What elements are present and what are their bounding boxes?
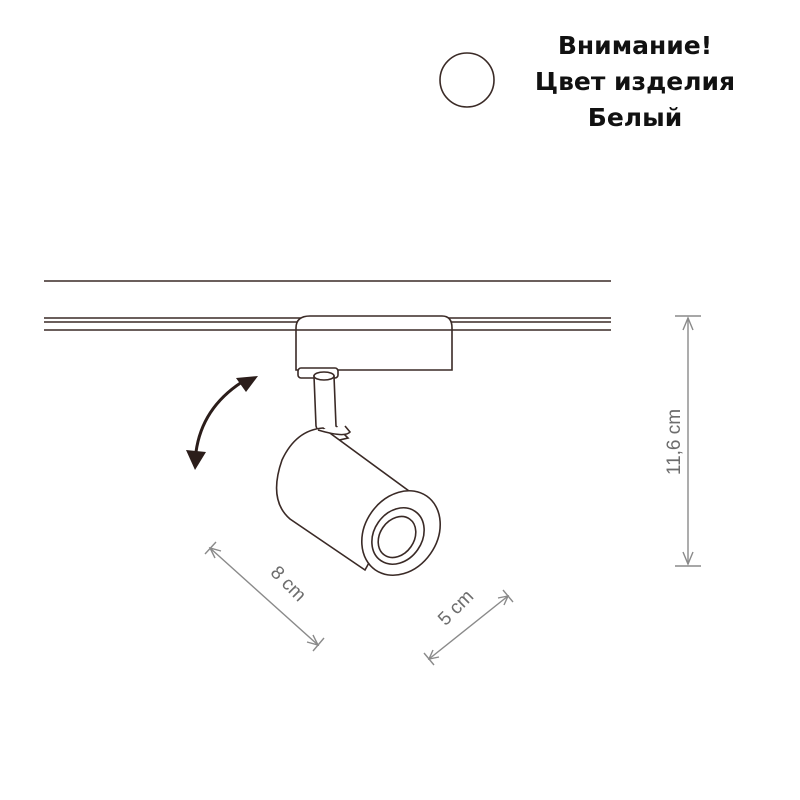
length-dimension <box>204 541 325 652</box>
diameter-label: 5 cm <box>434 586 478 630</box>
height-label: 11,6 cm <box>664 409 685 475</box>
color-notice: Внимание! Цвет изделия Белый <box>505 28 765 136</box>
rotation-arrow-icon <box>186 376 258 470</box>
color-swatch <box>439 52 495 108</box>
lamp-stem <box>313 371 350 445</box>
length-label: 8 cm <box>266 562 310 606</box>
notice-title: Внимание! <box>557 31 713 60</box>
height-dimension <box>675 315 701 567</box>
notice-color-label: Цвет изделия <box>534 67 736 96</box>
track-adapter <box>295 315 453 379</box>
notice-color-value: Белый <box>587 103 683 132</box>
lamp-cylinder <box>275 425 441 577</box>
diameter-dimension <box>423 589 514 666</box>
